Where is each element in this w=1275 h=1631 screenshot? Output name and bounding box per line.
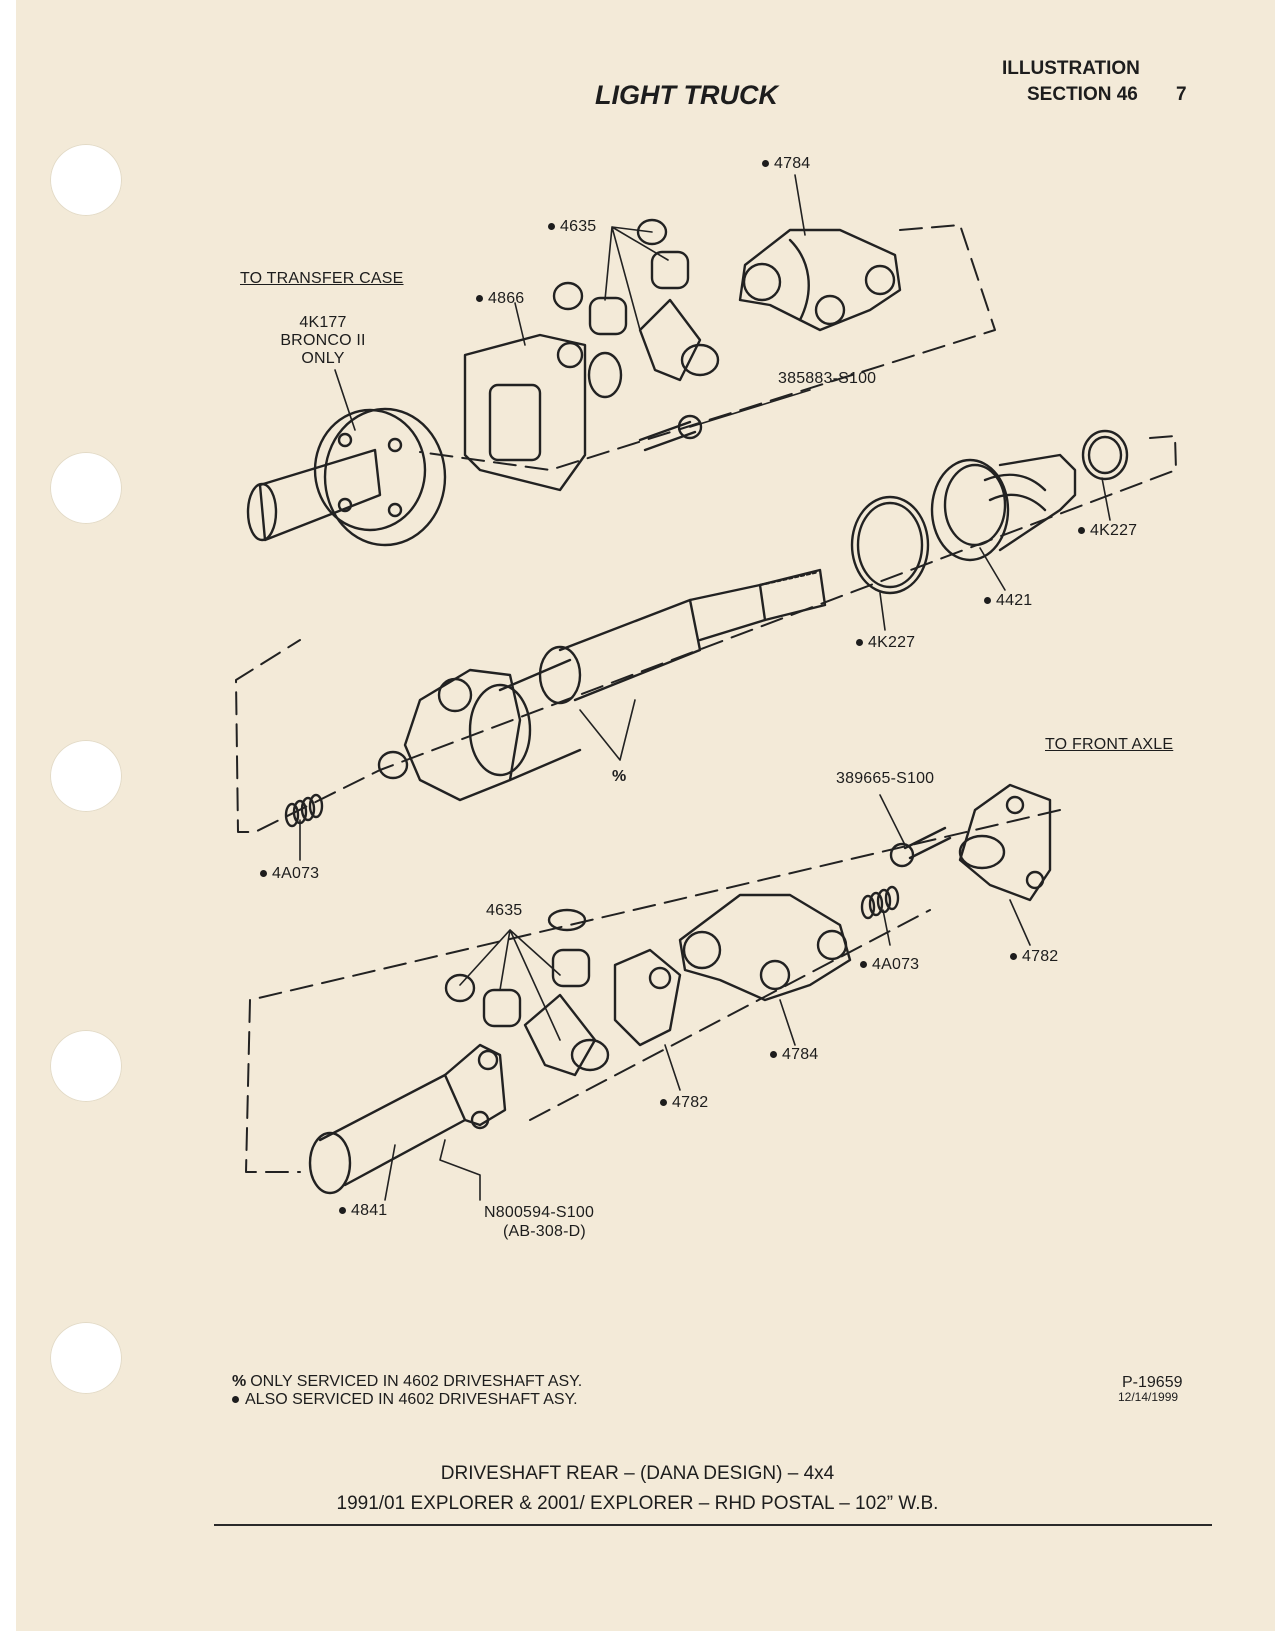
yoke-4784-top [738,228,902,332]
binder-hole [50,144,122,216]
callout-4421: 4421 [984,592,1032,610]
bullet-icon [476,295,483,303]
callout-ab308: (AB-308-D) [503,1223,586,1240]
tube-yoke-4841 [308,1043,507,1195]
bullet-icon [860,961,867,969]
binder-hole [50,1322,122,1394]
caption-line-1: DRIVESHAFT REAR – (DANA DESIGN) – 4x4 [440,1463,835,1484]
spring-4a073-left [284,793,324,828]
callout-text: 4421 [996,592,1033,609]
callout-4784-top: 4784 [762,155,810,173]
callout-text: 4866 [488,290,525,307]
callout-text: 4784 [774,155,811,172]
yoke-4784-bottom [678,893,852,1002]
caption-line-2: 1991/01 EXPLORER & 2001/ EXPLORER – RHD … [336,1493,939,1514]
header-section: SECTION 46 [1027,84,1138,105]
slip-yoke [377,658,582,802]
yoke-4782-mid [613,948,682,1047]
callout-4a073-left: 4A073 [260,865,319,883]
callout-text: 4841 [351,1202,388,1219]
callout-text: 4A073 [272,865,320,882]
callout-4a073-right: 4A073 [860,956,919,974]
bullet-icon [762,160,769,168]
bullet-icon [339,1207,346,1215]
bullet-icon [260,870,267,878]
callout-only: ONLY [301,350,345,367]
housing-4866 [463,333,623,492]
bullet-icon [770,1051,777,1059]
page-number: 7 [1176,84,1187,105]
header-illustration: ILLUSTRATION [1002,58,1140,79]
callout-text: 4K227 [1090,522,1138,539]
page-title: LIGHT TRUCK [595,80,778,110]
callout-bronco: BRONCO II [280,332,366,349]
universal-joint-top [552,218,720,382]
bullet-icon [856,639,863,647]
boot-4421 [930,453,1077,562]
binder-hole [50,1030,122,1102]
bullet-icon [232,1396,239,1404]
footnote-text: ONLY SERVICED IN 4602 DRIVESHAFT ASY. [250,1373,583,1390]
callout-4k227-right: 4K227 [1078,522,1137,540]
callout-389665: 389665-S100 [836,770,935,787]
label-to-front-axle: TO FRONT AXLE [1045,736,1174,753]
bullet-icon [548,223,555,231]
binder-hole [50,740,122,812]
clamp-4k227-mid [850,495,930,595]
callout-percent: % [612,768,627,785]
callout-4k227-mid: 4K227 [856,634,915,652]
callout-4782-right: 4782 [1010,948,1058,966]
bolt-385883 [638,414,703,452]
callout-4782-mid: 4782 [660,1094,708,1112]
footnote-dot: ALSO SERVICED IN 4602 DRIVESHAFT ASY. [232,1391,578,1409]
callout-4784-bottom: 4784 [770,1046,818,1064]
caption-rule [214,1524,1212,1526]
spring-4a073-right [860,885,900,920]
callout-text: 4784 [782,1046,819,1063]
callout-text: 4K227 [868,634,916,651]
bullet-icon [1010,953,1017,961]
callout-text: 4782 [672,1094,709,1111]
callout-4866: 4866 [476,290,524,308]
bullet-icon [1078,527,1085,535]
callout-4635-top: 4635 [548,218,596,236]
drawing-date: 12/14/1999 [1118,1390,1179,1404]
callout-text: 4A073 [872,956,920,973]
footnote-text: ALSO SERVICED IN 4602 DRIVESHAFT ASY. [245,1391,578,1408]
flange-4k177 [246,407,447,547]
bolt-389665 [889,826,952,868]
catalog-page [16,0,1275,1631]
label-to-transfer-case: TO TRANSFER CASE [240,270,404,287]
percent-symbol: % [232,1373,247,1390]
callout-4635-bottom: 4635 [486,902,523,919]
callout-4k177: 4K177 [299,314,347,331]
callout-n800594: N800594-S100 [484,1204,595,1221]
binder-hole [50,452,122,524]
callout-text: 4635 [560,218,597,235]
callout-text: 4782 [1022,948,1059,965]
bullet-icon [660,1099,667,1107]
bullet-icon [984,597,991,605]
drawing-number: P-19659 [1122,1374,1183,1391]
footnote-percent: %ONLY SERVICED IN 4602 DRIVESHAFT ASY. [232,1373,582,1391]
clamp-4k227-right [1081,429,1129,481]
flange-4782-right [958,783,1052,902]
callout-4841: 4841 [339,1202,387,1220]
slip-shaft [538,568,827,705]
callout-385883: 385883-S100 [778,370,877,387]
